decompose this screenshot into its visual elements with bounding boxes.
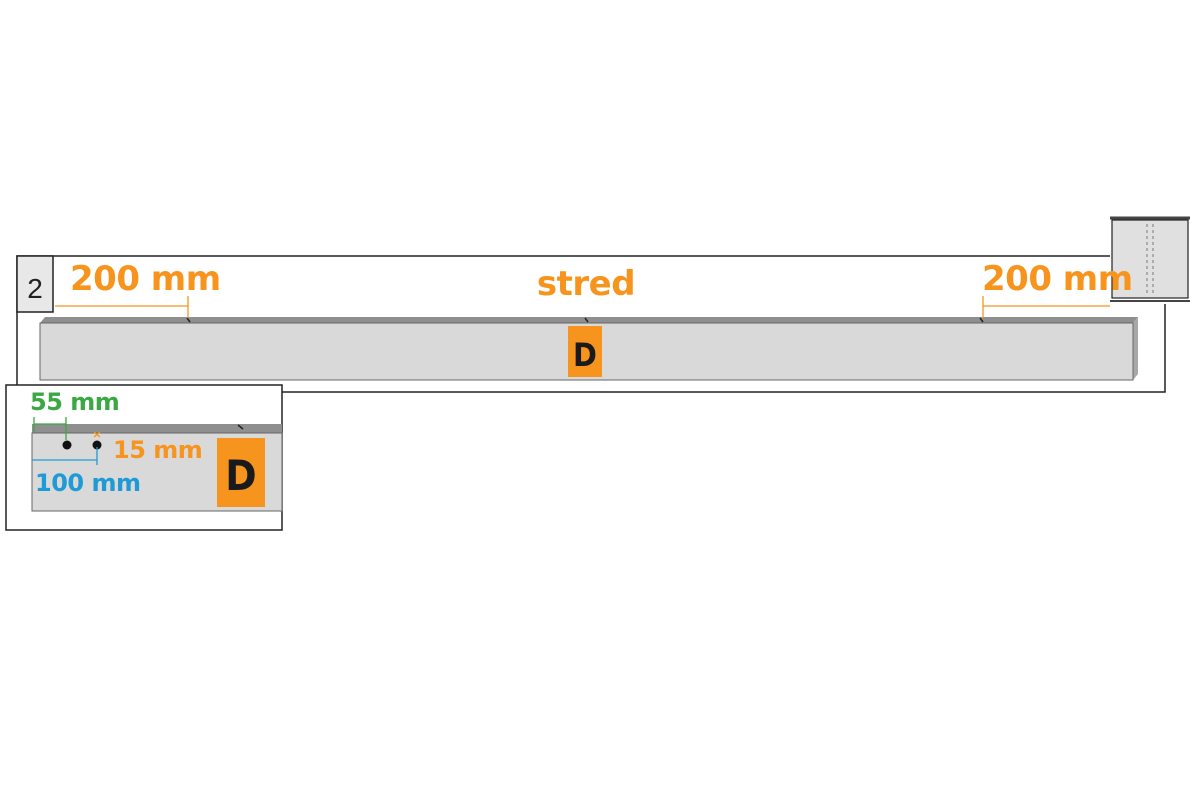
mark-left	[186, 317, 191, 323]
marker-letter-detail: D	[225, 451, 256, 500]
dimension-right: 200 mm	[982, 259, 1133, 318]
marker-badge-main: D	[568, 326, 602, 377]
step-frame	[16, 255, 1166, 393]
hole-2	[92, 440, 102, 450]
marker-letter-main: D	[573, 336, 597, 374]
end-view-thumbnail	[1110, 214, 1190, 304]
step-number-box: 2	[16, 255, 54, 313]
detail-label-orange: 15 mm	[113, 436, 202, 464]
detail-inset: 55 mm 15 mm 100 mm D	[5, 384, 283, 531]
hole-1	[62, 440, 72, 450]
dimension-left: 200 mm	[55, 259, 221, 318]
mark-right	[979, 317, 984, 323]
step-number: 2	[27, 273, 43, 304]
dimension-right-label: 200 mm	[982, 259, 1133, 299]
center-label: stred	[537, 264, 635, 304]
marker-badge-detail	[217, 438, 265, 507]
detail-label-green: 55 mm	[30, 388, 119, 416]
detail-label-blue: 100 mm	[35, 469, 140, 497]
mark-center	[584, 317, 589, 323]
dimension-left-label: 200 mm	[70, 259, 221, 299]
